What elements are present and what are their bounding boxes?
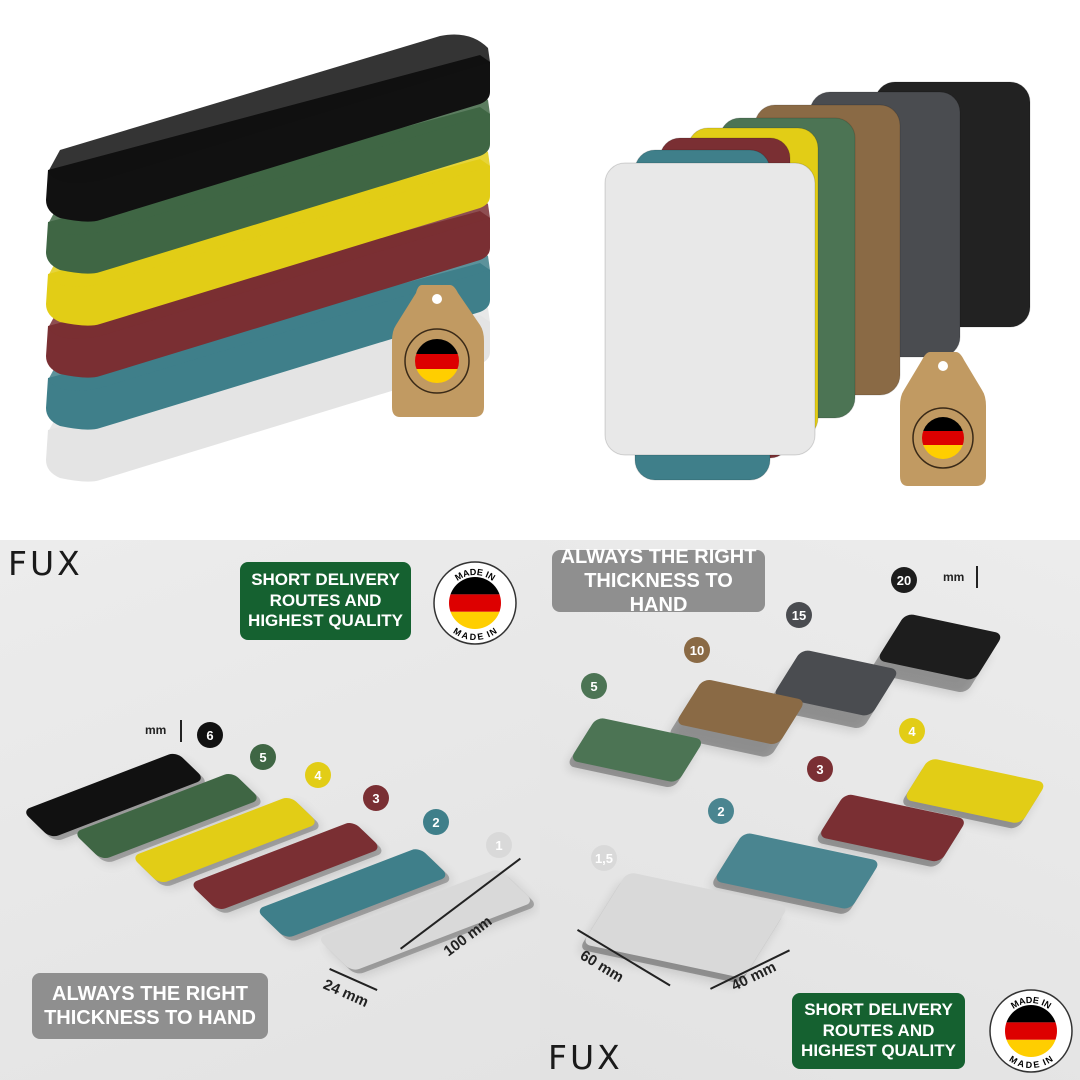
shim-layer [46,211,490,378]
shim-layer-top [48,34,490,183]
quality-banner: SHORT DELIVERY ROUTES AND HIGHEST QUALIT… [240,562,411,640]
thickness-badge: 4 [899,718,925,744]
thickness-badge: 15 [786,602,812,628]
shim-layer [46,159,490,326]
shim-layer [46,107,490,274]
shim-layer [46,55,490,222]
block-shim-5 [569,716,705,784]
thickness-badge: 20 [891,567,917,593]
thickness-arrow-icon [976,566,978,588]
thickness-banner: ALWAYS THE RIGHT THICKNESS TO HAND [32,973,268,1039]
made-in-germany-seal: MADE IN MADE IN [988,988,1074,1079]
quality-banner: SHORT DELIVERY ROUTES AND HIGHEST QUALIT… [792,993,965,1069]
block-shims-panel: ALWAYS THE RIGHT THICKNESS TO HAND mm 20… [540,540,1080,1080]
thickness-badge: 5 [581,673,607,699]
made-in-germany-seal: MADE IN MADE IN [432,560,518,651]
unit-label: mm [145,723,167,737]
thickness-badge: 4 [305,762,331,788]
fanned-block-shims-render [604,81,1031,486]
thickness-badge: 1,5 [591,845,617,871]
block-shim-plate [604,162,816,456]
width-dimension: 24 mm [320,976,371,1011]
thickness-badge: 6 [197,722,223,748]
thickness-badge: 2 [423,809,449,835]
thickness-badge: 10 [684,637,710,663]
svg-text:MADE IN: MADE IN [453,567,497,583]
stacked-long-shims-render [46,34,490,482]
made-in-germany-tag [392,285,484,417]
thickness-badge: 1 [486,832,512,858]
unit-label: mm [943,570,965,584]
long-shims-panel: FUX SHORT DELIVERY ROUTES AND HIGHEST QU… [0,540,540,1080]
thickness-badge: 2 [708,798,734,824]
thickness-banner: ALWAYS THE RIGHT THICKNESS TO HAND [552,546,765,616]
thickness-arrow-icon [180,720,182,742]
made-in-germany-tag [900,352,986,486]
brand-logo: FUX [8,544,83,583]
thickness-badge: 3 [363,785,389,811]
thickness-badge: 3 [807,756,833,782]
brand-logo: FUX [548,1038,623,1077]
svg-text:MADE IN: MADE IN [1009,995,1053,1011]
shim-layer [46,263,490,430]
thickness-badge: 5 [250,744,276,770]
shim-layer [46,315,490,482]
